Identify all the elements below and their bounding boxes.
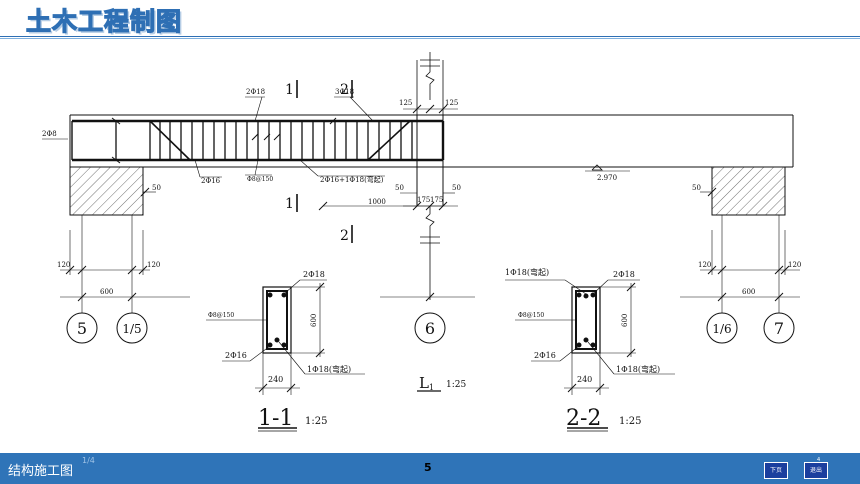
rebar-left-end-label: 2Φ8	[42, 130, 57, 138]
structural-drawing: 1 1 2 2 2Φ18 3Φ18 2Φ8 2Φ16 Φ8@150 2Φ16+1…	[42, 52, 801, 432]
dim-50-col-right: 50	[452, 184, 461, 192]
section-mark-1-bottom: 1	[285, 196, 294, 212]
stirrup-label: Φ8@150	[247, 176, 273, 183]
footer-title: 结构施工图	[8, 464, 74, 479]
rebar-bent-label: 2Φ16+1Φ18(弯起)	[320, 175, 384, 184]
section-mark-2-top: 2	[340, 82, 349, 98]
beam-elevation	[42, 52, 794, 300]
dim-50-col-left: 50	[395, 184, 404, 192]
dim-1000: 1000	[368, 198, 386, 206]
header-divider-light	[0, 38, 860, 39]
footer-subtitle: 1/4	[82, 456, 95, 465]
s2-rebar-bent-top: 1Φ18(弯起)	[505, 267, 549, 277]
dim-120-d: 120	[788, 261, 801, 269]
axis-7-label: 7	[774, 319, 784, 338]
s2-rebar-bottom: 2Φ16	[534, 351, 556, 360]
rebar-bottom-label: 2Φ16	[201, 177, 221, 185]
section-mark-1-top: 1	[285, 82, 294, 98]
s1-scale: 1:25	[305, 416, 327, 427]
s1-rebar-bent: 1Φ18(弯起)	[307, 364, 351, 374]
page-number: 5	[424, 461, 432, 474]
dim-600-left: 600	[100, 288, 113, 296]
s1-rebar-top: 2Φ18	[303, 270, 325, 279]
next-page-label: 下页	[769, 467, 782, 474]
s2-title: 2-2	[566, 406, 601, 431]
axis-lines	[60, 215, 800, 344]
s2-rebar-bent: 1Φ18(弯起)	[616, 364, 660, 374]
dim-50-wall-right: 50	[692, 184, 701, 192]
s2-stirrup: Φ8@150	[518, 312, 544, 319]
s2-scale: 1:25	[619, 416, 641, 427]
axis-1-6-label: 1/6	[712, 322, 731, 336]
dim-600-right: 600	[742, 288, 755, 296]
dim-120-a: 120	[57, 261, 70, 269]
s2-rebar-top: 2Φ18	[613, 270, 635, 279]
axis-6-label: 6	[425, 319, 435, 338]
dim-175-b: 175	[430, 196, 443, 204]
section-1-1-drawing	[206, 279, 365, 432]
drawing-labels: 1 1 2 2 2Φ18 3Φ18 2Φ8 2Φ16 Φ8@150 2Φ16+1…	[42, 82, 801, 431]
section-2-2-drawing	[505, 279, 675, 432]
s2-height: 600	[621, 314, 629, 327]
l1-scale: 1:25	[446, 380, 466, 390]
dim-50-wall-left: 50	[152, 184, 161, 192]
dim-125-b: 125	[445, 99, 458, 107]
axis-1-5-label: 1/5	[122, 322, 141, 336]
s1-height: 600	[310, 314, 318, 327]
s1-rebar-bottom: 2Φ16	[225, 351, 247, 360]
exit-button[interactable]: 退出	[804, 462, 828, 479]
axis-5-label: 5	[77, 319, 87, 338]
s1-title: 1-1	[258, 406, 293, 431]
dim-175-a: 175	[417, 196, 430, 204]
l1-title: L	[419, 374, 429, 392]
exit-mark: 4	[817, 457, 821, 463]
rebar-top-right-label: 3Φ18	[335, 88, 354, 96]
dim-125-a: 125	[399, 99, 412, 107]
header-divider	[0, 36, 860, 37]
section-mark-2-bottom: 2	[340, 228, 349, 244]
s1-width: 240	[268, 375, 283, 384]
exit-label: 退出	[809, 467, 822, 474]
rebar-top-left-label: 2Φ18	[246, 88, 265, 96]
dim-120-c: 120	[698, 261, 711, 269]
footer-bar: 结构施工图 1/4 5 下页 4 退出	[0, 453, 860, 484]
l1-subscript: 1	[429, 383, 434, 392]
dim-120-b: 120	[147, 261, 160, 269]
next-page-button[interactable]: 下页	[764, 462, 788, 479]
page-title: 土木工程制图	[25, 6, 183, 36]
s1-stirrup: Φ8@150	[208, 312, 234, 319]
s2-width: 240	[577, 375, 592, 384]
elevation-label: 2.970	[597, 174, 617, 182]
